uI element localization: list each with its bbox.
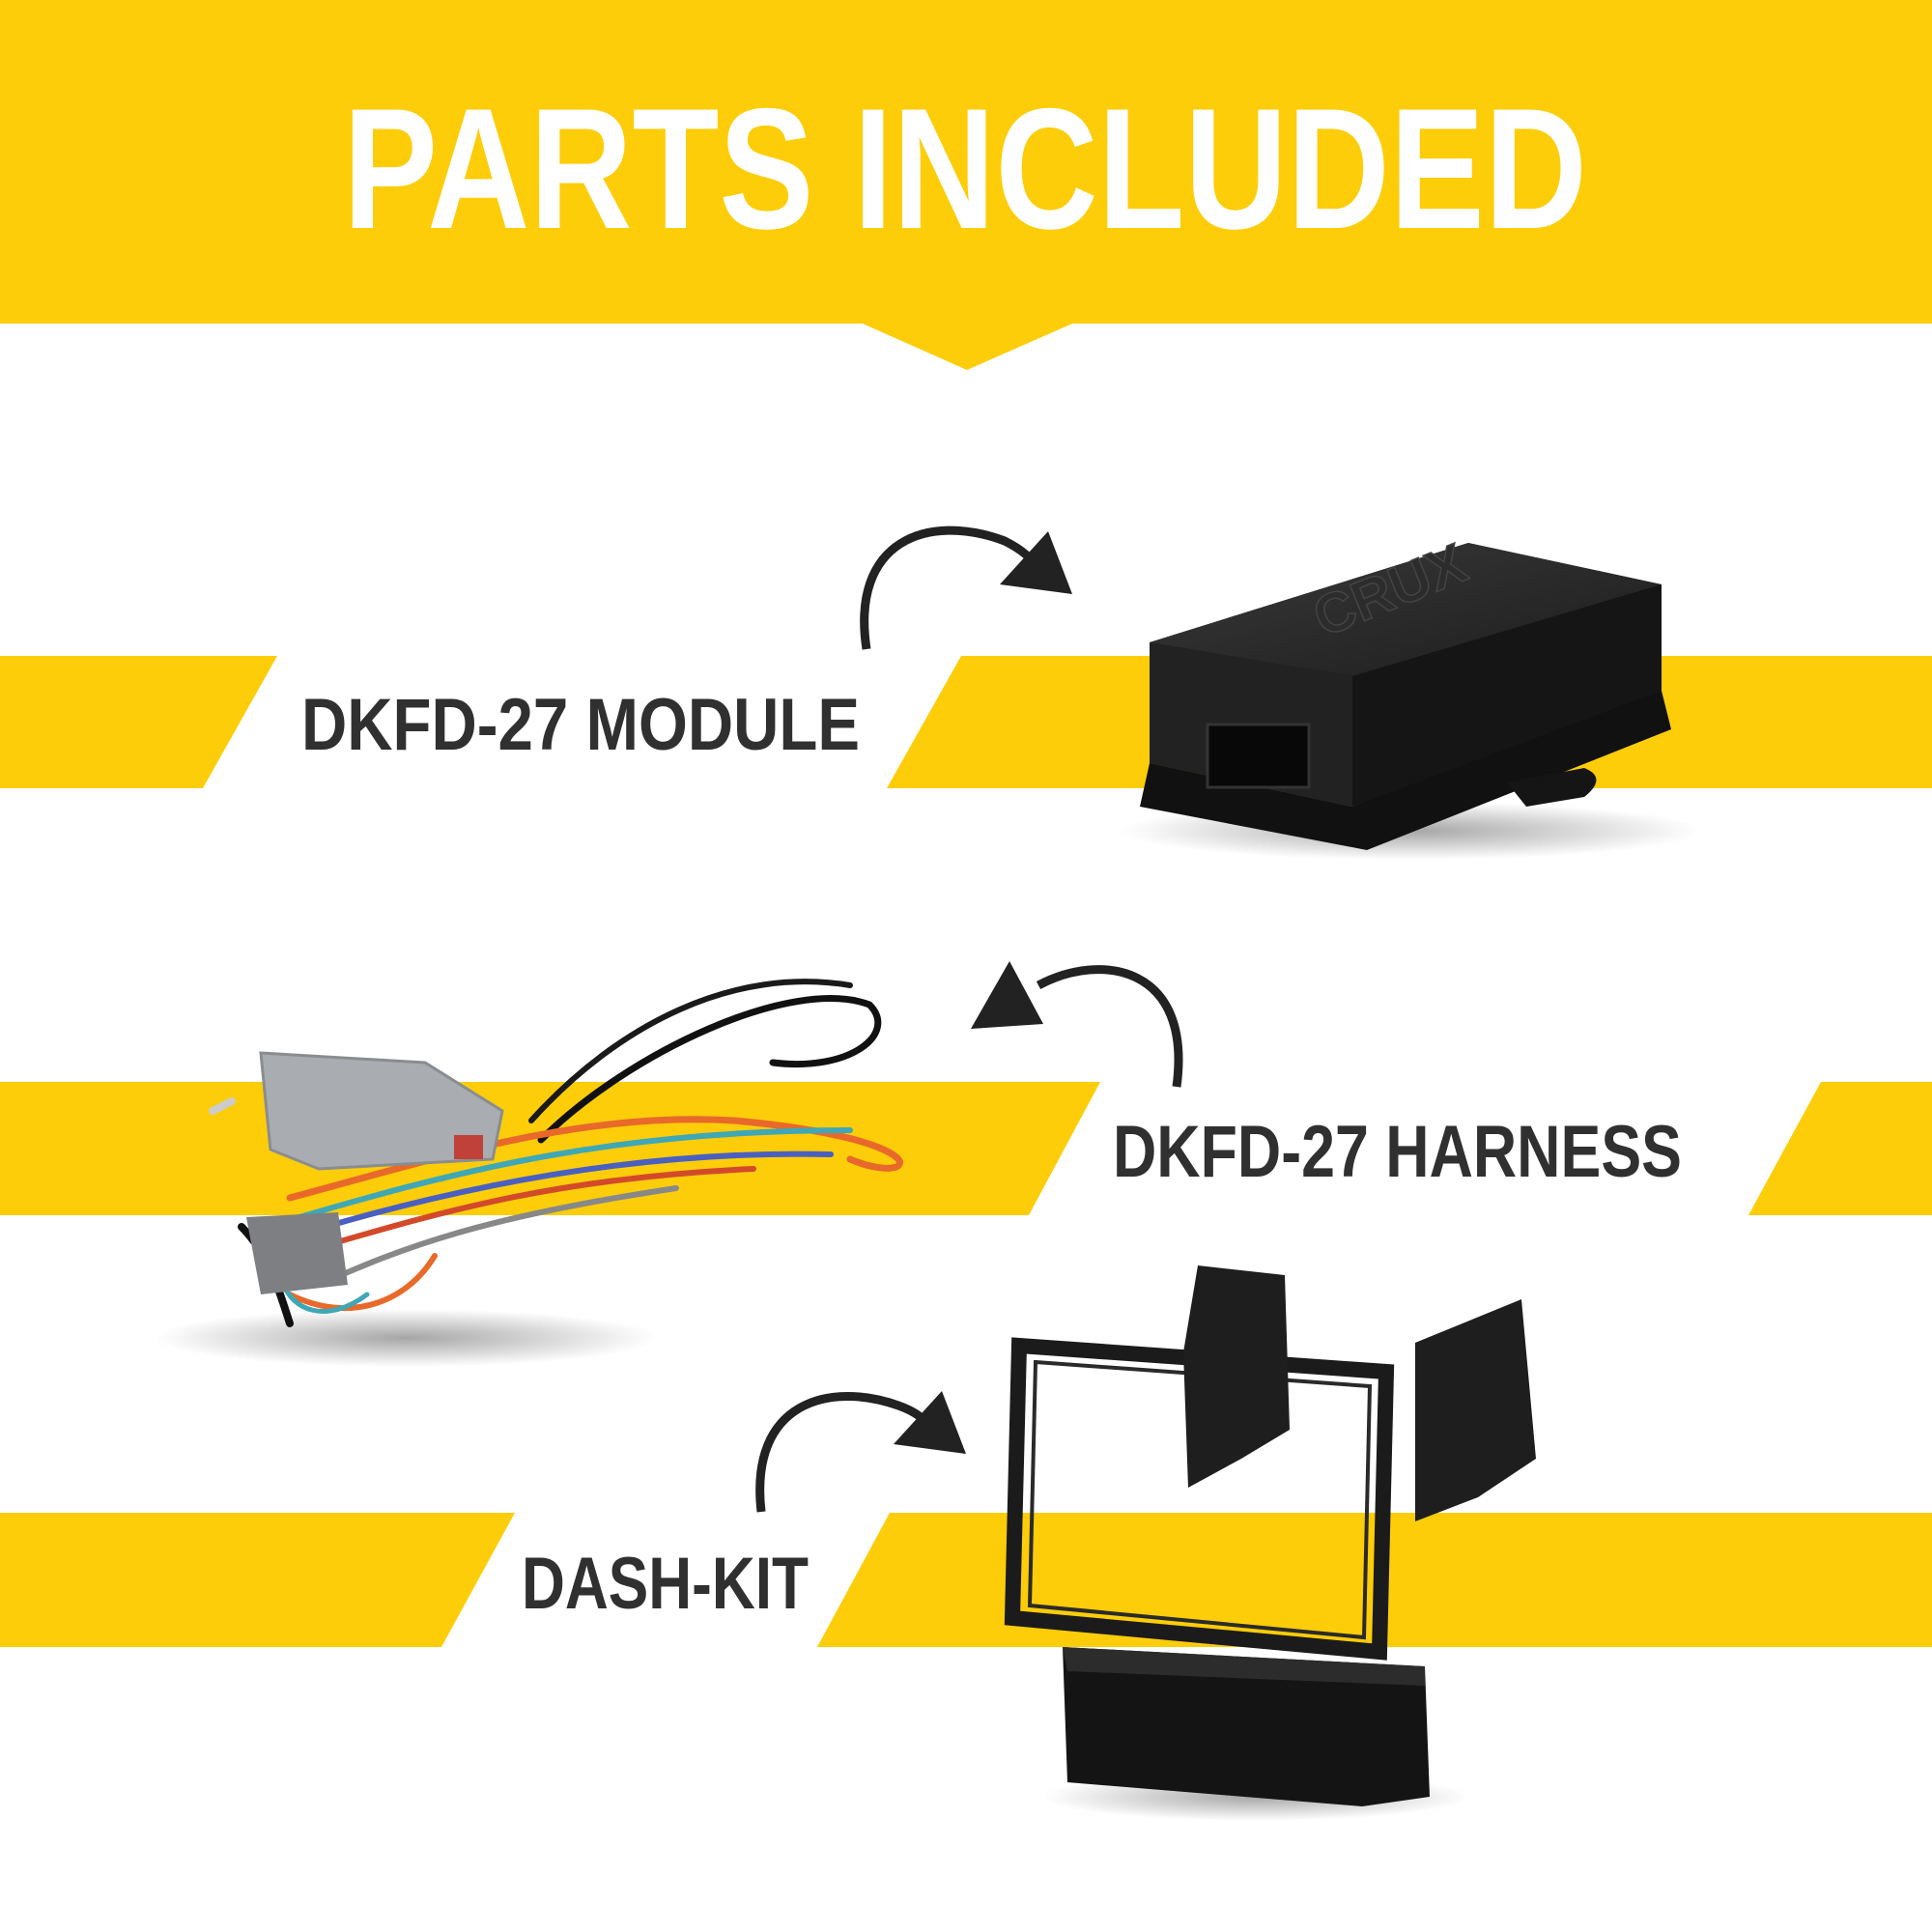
module-product-image: CRUX xyxy=(1121,530,1700,860)
arrow-to-harness-icon xyxy=(971,961,1183,1088)
module-label: DKFD-27 MODULE xyxy=(301,684,860,766)
arrow-to-dashkit-icon xyxy=(755,1391,966,1513)
harness-product-image xyxy=(155,979,903,1367)
harness-label: DKFD-27 HARNESS xyxy=(1113,1111,1682,1193)
stripe-dashkit-left xyxy=(0,1513,515,1647)
stripe-module-left xyxy=(0,656,277,788)
header-banner xyxy=(0,0,1932,370)
dashkit-product-image xyxy=(1004,1265,1536,1821)
stripe-harness-right xyxy=(1748,1082,1932,1215)
dashkit-label: DASH-KIT xyxy=(522,1543,809,1625)
page-title: PARTS INCLUDED xyxy=(343,72,1587,265)
arrow-to-module-icon xyxy=(860,526,1072,650)
